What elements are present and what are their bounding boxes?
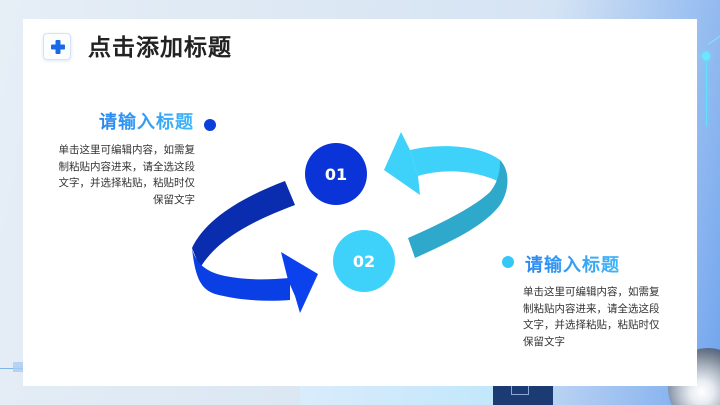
arrow-right-head [384, 132, 420, 195]
item-1-title[interactable]: 请输入标题 [99, 108, 194, 134]
item-1-description[interactable]: 单击这里可编辑内容，如需复制粘贴内容进来，请全选这段文字，并选择粘贴，粘贴时仅保… [58, 144, 196, 206]
step-number: 02 [352, 251, 376, 271]
arrow-left-upper-band [192, 181, 295, 268]
item-1-bullet-dot [204, 119, 216, 131]
page-title[interactable]: 点击添加标题 [88, 35, 232, 61]
slide-panel [23, 19, 697, 386]
item-2-bullet-dot [502, 256, 514, 268]
item-2-title[interactable]: 请输入标题 [525, 251, 620, 277]
arrow-left-lower-band [192, 248, 290, 301]
step-circle-02[interactable]: 02 [333, 230, 395, 292]
arrow-right-upper-band [410, 146, 505, 185]
step-number: 01 [324, 164, 348, 184]
step-circle-01[interactable]: 01 [305, 143, 367, 205]
arrow-left-head [281, 252, 318, 313]
arrow-right-lower-band [408, 160, 508, 258]
plus-icon [43, 33, 71, 60]
item-2-description[interactable]: 单击这里可编辑内容，如需复制粘贴内容进来，请全选这段文字，并选择粘贴，粘贴时仅保… [523, 286, 660, 348]
